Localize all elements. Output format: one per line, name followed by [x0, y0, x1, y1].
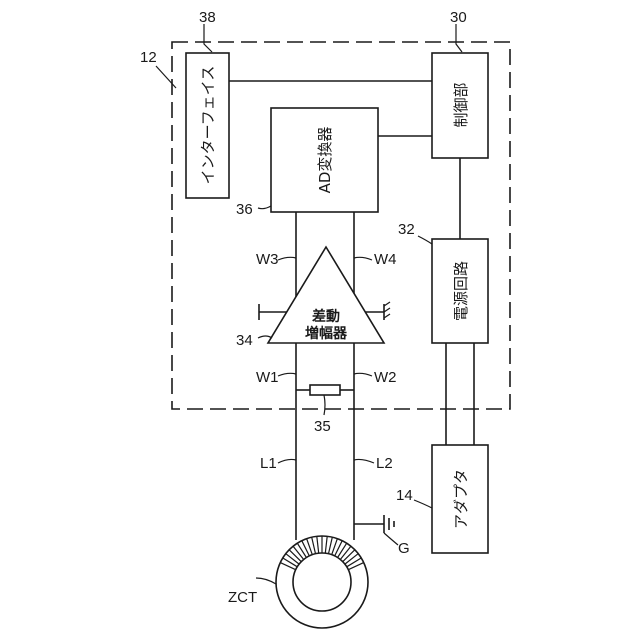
- zct-winding-turn: [325, 536, 327, 553]
- wire-w2-leader: [354, 373, 372, 376]
- adapter-ref: 14: [396, 487, 413, 504]
- amp-right-gnd-hatch-1: [384, 302, 390, 306]
- zct-inner-ring: [293, 553, 351, 611]
- zct-winding-turn: [289, 550, 301, 562]
- zct-winding-turn: [280, 563, 295, 570]
- wire-w3-label: W3: [256, 251, 279, 268]
- wire-l2-leader: [354, 459, 374, 463]
- controller-label: 制御部: [452, 82, 470, 127]
- wire-w4-leader: [354, 257, 372, 260]
- zct-winding-turn: [338, 543, 347, 557]
- amplifier-label-1: 差動: [312, 308, 340, 325]
- zct-leader-line: [256, 578, 276, 584]
- resistor-leader-line: [324, 395, 325, 415]
- power-circuit-label: 電源回路: [452, 261, 470, 321]
- wire-w4-label: W4: [374, 251, 397, 268]
- ad-converter-label: AD変換器: [316, 127, 334, 194]
- housing-ref: 12: [140, 49, 157, 66]
- zct-winding-turn: [345, 554, 358, 564]
- zct-winding-turn: [317, 536, 319, 553]
- amplifier-leader-line: [258, 336, 272, 338]
- interface-ref: 38: [199, 9, 216, 26]
- controller-leader-line: [456, 24, 462, 52]
- resistor-ref: 35: [314, 418, 331, 435]
- amp-right-gnd-hatch-2: [384, 308, 390, 312]
- ad-converter-leader-line: [258, 206, 271, 209]
- ground-leader-line: [384, 533, 398, 545]
- zct-winding-turn: [283, 558, 298, 567]
- zct-winding-turn: [297, 543, 306, 557]
- resistor: [310, 385, 340, 395]
- amplifier-ref: 34: [236, 332, 253, 349]
- adapter-leader-line: [414, 500, 432, 508]
- zct-winding-turn: [340, 546, 351, 559]
- controller-ref: 30: [450, 9, 467, 26]
- zct-winding-turn: [312, 537, 316, 554]
- amp-right-gnd-hatch-3: [384, 314, 390, 318]
- interface-leader-line: [204, 24, 212, 52]
- power-circuit-leader-line: [418, 236, 432, 244]
- zct-label: ZCT: [228, 589, 257, 606]
- interface-label: インターフェイス: [199, 66, 217, 185]
- wire-w2-label: W2: [374, 369, 397, 386]
- housing-leader-line: [156, 66, 176, 88]
- zct-winding-turn: [348, 563, 363, 570]
- wire-w1-leader: [278, 373, 296, 376]
- zct-winding: [280, 536, 363, 570]
- zct-winding-turn: [293, 546, 304, 559]
- zct-winding-turn: [347, 558, 362, 567]
- ground-label: G: [398, 540, 410, 557]
- zct-winding-turn: [343, 550, 355, 562]
- ad-converter-ref: 36: [236, 201, 253, 218]
- wire-w3-leader: [278, 257, 296, 260]
- adapter-label: アダプタ: [452, 469, 470, 529]
- wire-w1-label: W1: [256, 369, 279, 386]
- wire-l2-label: L2: [376, 455, 393, 472]
- wire-l1-leader: [278, 459, 296, 463]
- zct-winding-turn: [286, 554, 299, 564]
- wire-l1-label: L1: [260, 455, 277, 472]
- zct-winding-turn: [329, 537, 333, 554]
- amplifier-label-2: 増幅器: [305, 325, 348, 342]
- power-circuit-ref: 32: [398, 221, 415, 238]
